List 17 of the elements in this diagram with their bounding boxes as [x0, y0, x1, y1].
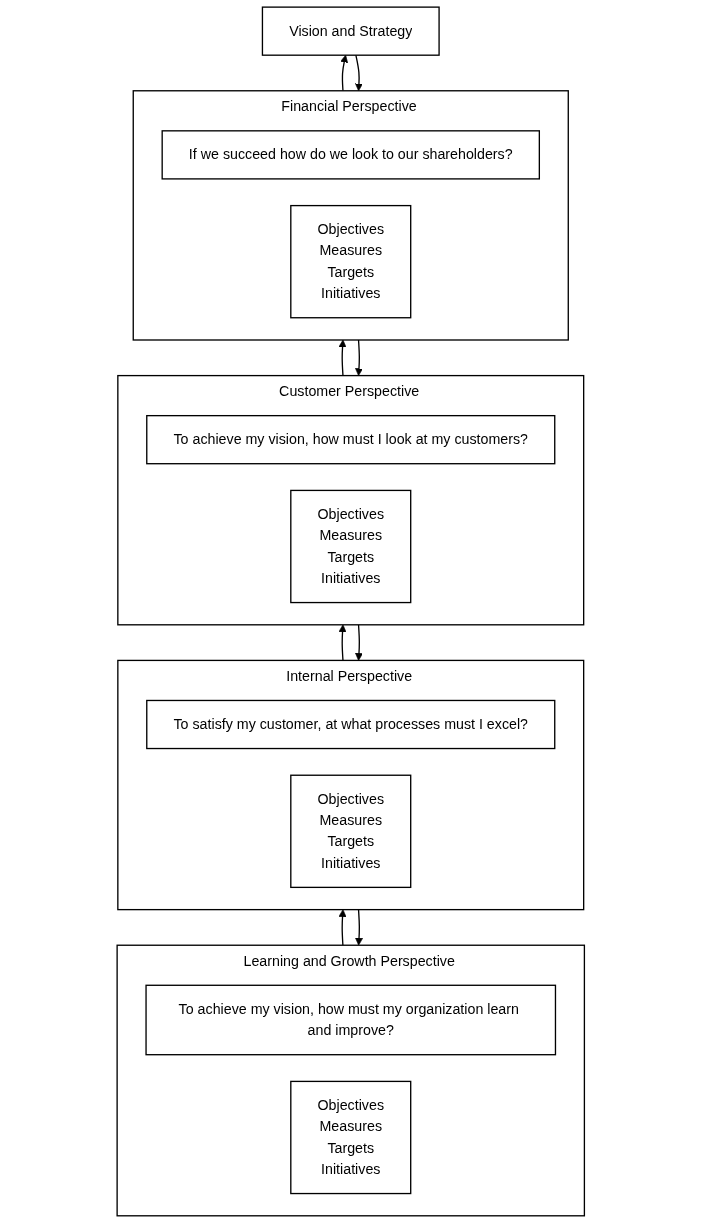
node-box: To achieve my vision, how must my organization learn and improve? — [145, 984, 556, 1056]
arrow — [354, 54, 363, 92]
node-box: Objectives Measures Targets Initiatives — [289, 1080, 412, 1195]
node-box: If we succeed how do we look to our shareholders? — [161, 130, 540, 180]
arrow — [340, 54, 348, 92]
node-box: Vision and Strategy — [261, 6, 440, 56]
node-box: To satisfy my customer, at what processes must I excel? — [145, 699, 556, 750]
arrow — [354, 339, 363, 376]
node-box: Objectives Measures Targets Initiatives — [289, 204, 412, 319]
arrow — [338, 909, 347, 946]
arrow — [338, 339, 347, 377]
node-box: To achieve my vision, how must I look at my customers? — [145, 414, 556, 465]
arrow — [338, 624, 347, 662]
arrow — [354, 908, 363, 946]
node-box: Objectives Measures Targets Initiatives — [289, 774, 412, 889]
node-box: Objectives Measures Targets Initiatives — [289, 489, 412, 604]
arrow — [354, 624, 363, 661]
